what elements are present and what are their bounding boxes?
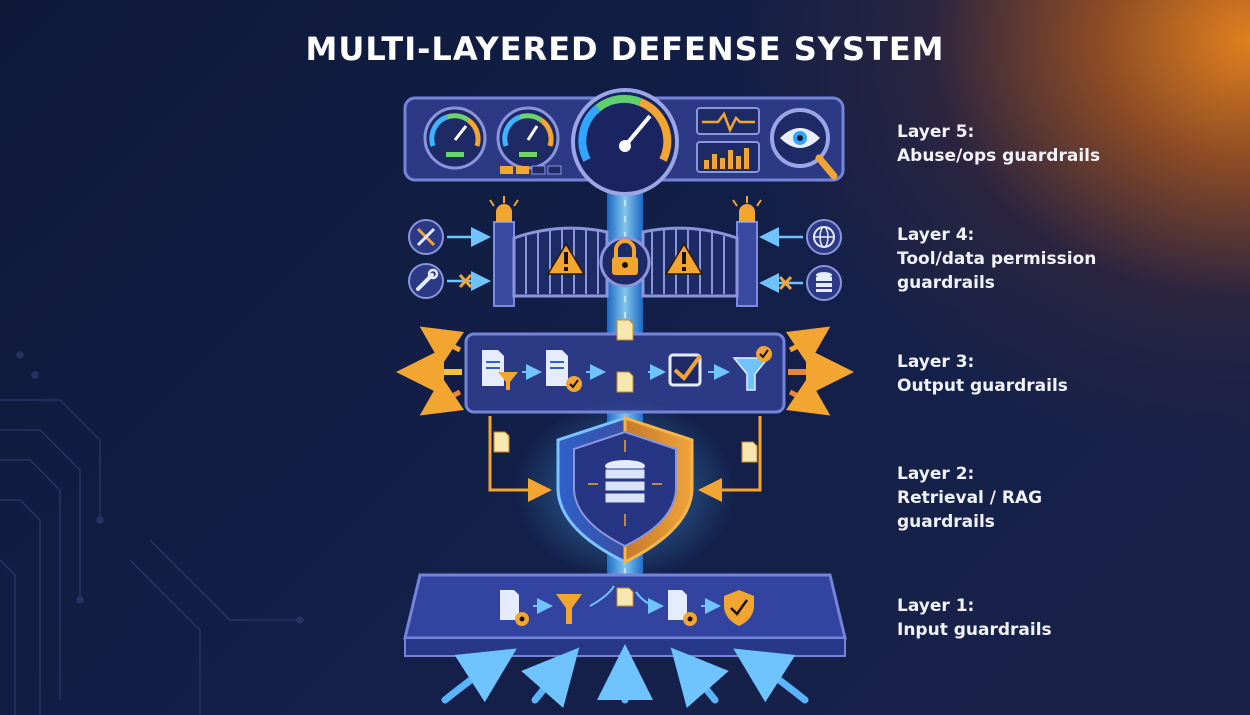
- document-icon: [616, 319, 634, 341]
- layer-5-heading: Layer 5:: [897, 122, 975, 142]
- funnel-check-icon: [732, 346, 772, 391]
- document-filter-icon: [482, 350, 518, 390]
- shield-check-icon: [724, 590, 754, 626]
- document-icon: [741, 441, 758, 463]
- document-icon: [616, 371, 634, 393]
- document-check-icon: [546, 350, 582, 392]
- layer-5-monitoring-panel: [403, 88, 845, 196]
- layer-3-description: Output guardrails: [897, 376, 1068, 396]
- incoming-arrows: [441, 644, 809, 709]
- layer-3-label: Layer 3: Output guardrails: [897, 350, 1068, 398]
- layer-1-label: Layer 1: Input guardrails: [897, 594, 1052, 642]
- warning-icon: [664, 242, 704, 275]
- lock-icon: [599, 236, 651, 288]
- status-lights-icon: [500, 165, 562, 175]
- layer-1-description: Input guardrails: [897, 620, 1052, 640]
- wrench-icon: [408, 263, 444, 299]
- layer-2-description-line-1: Retrieval / RAG: [897, 488, 1043, 508]
- gauge-icon: [496, 106, 560, 170]
- diagram-title: MULTI-LAYERED DEFENSE SYSTEM: [305, 30, 945, 68]
- circuit-pattern: [0, 351, 304, 715]
- alarm-light-icon: [489, 196, 519, 222]
- layer-4-description-line-2: guardrails: [897, 273, 995, 293]
- layer-4-description-line-1: Tool/data permission: [897, 249, 1097, 269]
- document-gear-icon: [500, 590, 529, 626]
- layer-4-permission-gate: [408, 196, 842, 307]
- gauge-icon: [423, 106, 487, 170]
- document-icon: [493, 431, 510, 453]
- layer-2-description-line-2: guardrails: [897, 512, 995, 532]
- funnel-icon: [556, 594, 582, 624]
- document-gear-icon: [668, 590, 697, 626]
- database-icon: [806, 265, 842, 301]
- layer-2-label: Layer 2: Retrieval / RAG guardrails: [897, 462, 1042, 534]
- layer-5-label: Layer 5: Abuse/ops guardrails: [897, 120, 1100, 168]
- document-icon: [616, 587, 634, 607]
- layer-2-retrieval-shield: [488, 400, 762, 580]
- layer-1-heading: Layer 1:: [897, 596, 975, 616]
- globe-icon: [806, 219, 842, 255]
- large-gauge-icon: [571, 88, 679, 196]
- layer-3-heading: Layer 3:: [897, 352, 975, 372]
- alarm-light-icon: [732, 196, 762, 222]
- database-icon: [604, 460, 646, 504]
- layer-4-label: Layer 4: Tool/data permission guardrails: [897, 223, 1096, 295]
- layer-2-heading: Layer 2:: [897, 464, 975, 484]
- layer-5-description: Abuse/ops guardrails: [897, 146, 1101, 166]
- warning-icon: [546, 242, 586, 275]
- tools-icon: [408, 219, 444, 255]
- pulse-monitor-icon: [696, 107, 760, 135]
- eye-magnifier-icon: [770, 108, 838, 180]
- layer-4-heading: Layer 4:: [897, 225, 975, 245]
- bar-chart-icon: [696, 141, 760, 173]
- layer-1-input-platform: [403, 573, 847, 709]
- shield-icon: [556, 415, 694, 565]
- checkbox-icon: [668, 353, 702, 387]
